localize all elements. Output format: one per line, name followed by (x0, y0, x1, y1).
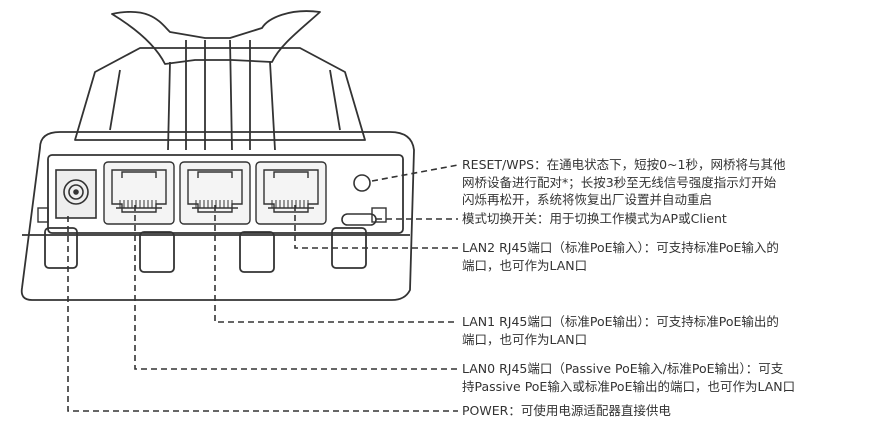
mount-bracket (111, 10, 321, 65)
mode-switch-callout: 模式切换开关：用于切换工作模式为AP或Client (462, 211, 727, 226)
leader-power (67, 216, 458, 412)
power-jack (55, 169, 97, 219)
device-top-shell (74, 47, 366, 141)
leader-lan2 (294, 205, 458, 249)
leader-lan0 (134, 205, 458, 370)
lan2-port (255, 161, 327, 225)
lan0-callout: LAN0 RJ45端口（Passive PoE输入/标准PoE输出）：可支 持P… (462, 361, 796, 394)
leader-lan1 (214, 205, 458, 323)
lan1-port (179, 161, 251, 225)
lan2-callout: LAN2 RJ45端口（标准PoE输入）：可支持标准PoE输入的 端口，也可作为… (462, 240, 779, 273)
leader-lines (67, 164, 459, 412)
reset-button (353, 174, 371, 192)
lan0-port (103, 161, 175, 225)
device-front-panel (20, 131, 415, 301)
leader-reset (371, 164, 459, 182)
port-recess (47, 154, 404, 234)
power-callout: POWER：可使用电源适配器直接供电 (462, 403, 671, 418)
lan1-callout: LAN1 RJ45端口（标准PoE输出）：可支持标准PoE输出的 端口，也可作为… (462, 314, 779, 347)
reset-wps-callout: RESET/WPS：在通电状态下，短按0~1秒，网桥将与其他 网桥设备进行配对*… (462, 157, 786, 207)
mode-switch (341, 213, 377, 226)
